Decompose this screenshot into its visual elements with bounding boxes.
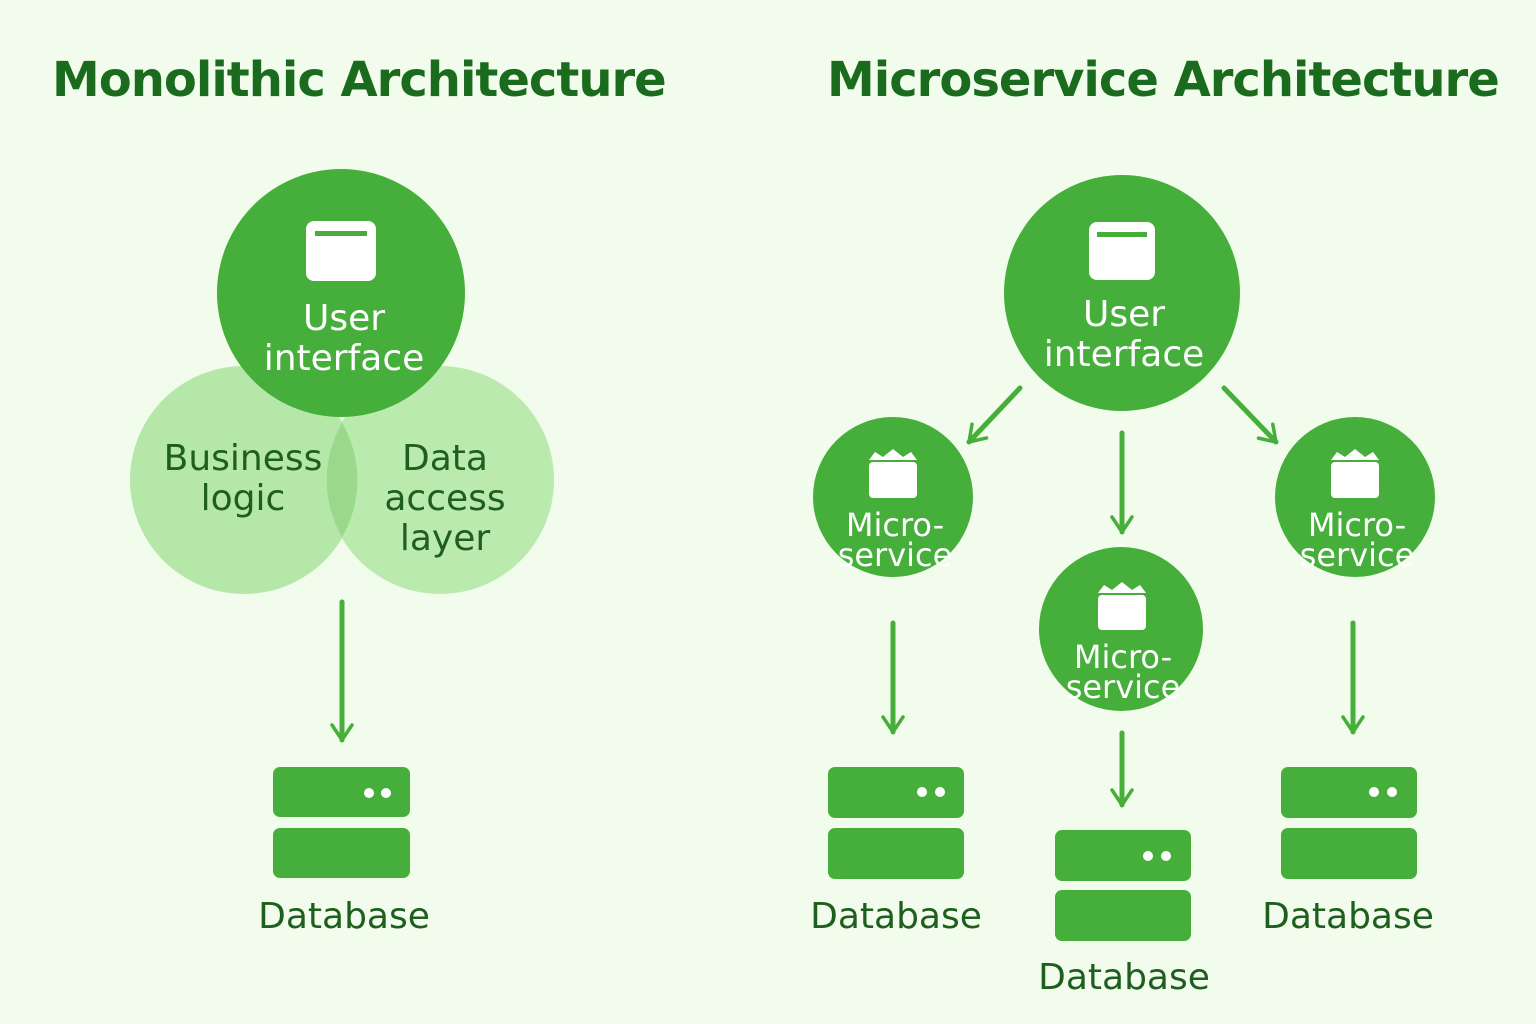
microservice-1-database-label: Database	[810, 896, 982, 937]
micro-user-interface-circle	[1004, 175, 1240, 411]
data-access-label-line3: layer	[400, 518, 491, 559]
service-icon	[1098, 582, 1146, 630]
window-icon	[1089, 222, 1155, 280]
monolithic-diagram: User interface Business logic Data acces…	[130, 169, 554, 937]
microservice-3-database-label: Database	[1262, 896, 1434, 937]
window-icon	[306, 221, 376, 281]
microservice-node-1: Micro- service	[813, 417, 973, 577]
microservice-label-line2: service	[838, 536, 953, 574]
business-logic-circle	[130, 366, 358, 594]
data-access-layer-circle	[326, 366, 554, 594]
service-icon	[1331, 449, 1379, 498]
mono-user-interface-circle	[217, 169, 465, 417]
database-icon	[1281, 767, 1417, 879]
microservice-label-line2: service	[1300, 536, 1415, 574]
arrow-down-icon	[966, 385, 1023, 445]
micro-ui-label-line2: interface	[1044, 334, 1205, 375]
data-access-label-line2: access	[384, 478, 505, 519]
microservice-label-line1: Micro-	[1074, 638, 1172, 676]
microservice-label-line2: service	[1066, 668, 1181, 706]
database-icon	[1055, 830, 1191, 941]
microservice-label-line1: Micro-	[1308, 506, 1406, 544]
mono-database-label: Database	[258, 896, 430, 937]
mono-ui-label-line1: User	[303, 298, 385, 339]
microservice-diagram: User interface Micro- service	[810, 175, 1435, 998]
database-icon	[828, 767, 964, 879]
microservice-title: Microservice Architecture	[827, 52, 1500, 108]
business-logic-label-line1: Business	[164, 438, 323, 479]
overlap-region	[326, 423, 358, 537]
mono-ui-label-line2: interface	[264, 338, 425, 379]
microservice-node-2: Micro- service	[1039, 547, 1203, 711]
arrow-down-icon	[1221, 385, 1279, 445]
micro-ui-label-line1: User	[1083, 294, 1165, 335]
data-access-label-line1: Data	[402, 438, 488, 479]
microservice-label-line1: Micro-	[846, 506, 944, 544]
business-logic-label-line2: logic	[201, 478, 286, 519]
monolithic-title: Monolithic Architecture	[52, 52, 667, 108]
database-icon	[273, 767, 410, 878]
service-icon	[869, 449, 917, 498]
microservice-node-3: Micro- service	[1275, 417, 1435, 577]
microservice-2-database-label: Database	[1038, 957, 1210, 998]
